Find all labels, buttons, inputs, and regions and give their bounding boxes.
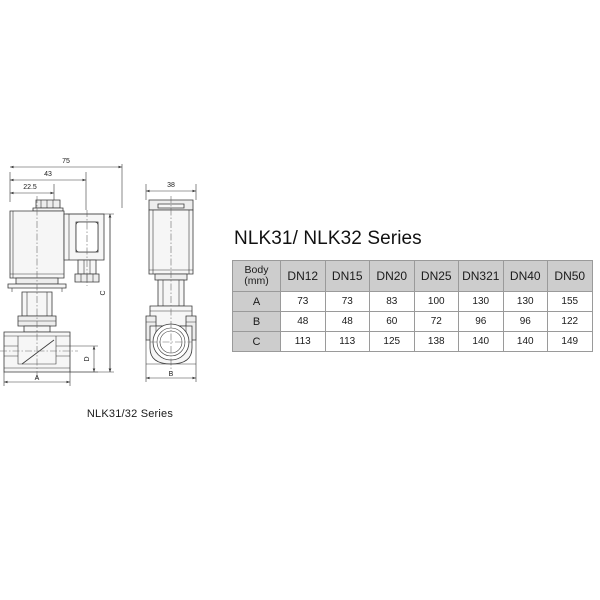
table-row: A 73 73 83 100 130 130 155 [232,291,593,312]
dim-43-label: 43 [44,171,52,178]
column-header-dn25: DN25 [413,260,459,292]
cell-a-dn50: 155 [547,291,593,312]
cell-a-dn321: 130 [458,291,504,312]
row-label-a: A [232,291,281,312]
table-row: C 113 113 125 138 140 140 149 [232,331,593,352]
dim-b-label: B [169,371,174,378]
spec-panel: NLK31/ NLK32 Series Body (mm) DN12 DN15 … [232,228,594,352]
cell-c-dn40: 140 [502,331,548,352]
side-view-geometry: 75 43 22.5 [0,158,123,378]
cell-c-dn20: 125 [369,331,415,352]
dim-22-5: 22.5 [10,184,54,195]
column-header-dn15: DN15 [324,260,370,292]
dim-a-label: A [35,375,40,382]
cell-b-dn25: 72 [413,311,459,332]
dim-d-label: D [84,356,91,361]
table-row: B 48 48 60 72 96 96 122 [232,311,593,332]
column-header-dn20: DN20 [369,260,415,292]
drawings-svg: .ln { stroke:#3a3a3a; stroke-width:.8; f… [0,158,197,386]
row-label-c: C [232,331,281,352]
cell-a-dn20: 83 [369,291,415,312]
cell-c-dn321: 140 [458,331,504,352]
dim-43: 43 [10,171,86,182]
cell-b-dn321: 96 [458,311,504,332]
front-view-geometry: 38 [145,182,197,372]
cell-b-dn12: 48 [280,311,326,332]
dim-b: B [145,340,197,382]
dim-38: 38 [146,182,196,193]
technical-drawings: .ln { stroke:#3a3a3a; stroke-width:.8; f… [0,150,230,440]
column-header-dn321: DN321 [458,260,504,292]
column-header-dn50: DN50 [547,260,593,292]
dim-38-label: 38 [167,182,175,189]
cell-b-dn50: 122 [547,311,593,332]
dim-75: 75 [10,158,122,169]
cell-b-dn15: 48 [324,311,370,332]
cell-c-dn12: 113 [280,331,326,352]
column-header-dn12: DN12 [280,260,326,292]
column-header-dn40: DN40 [502,260,548,292]
cell-a-dn15: 73 [324,291,370,312]
cell-a-dn25: 100 [413,291,459,312]
cell-a-dn12: 73 [280,291,326,312]
dim-d: D [70,345,98,373]
row-label-b: B [232,311,281,332]
cell-c-dn25: 138 [413,331,459,352]
cell-c-dn15: 113 [324,331,370,352]
cell-b-dn40: 96 [502,311,548,332]
dim-75-label: 75 [62,158,70,165]
cell-c-dn50: 149 [547,331,593,352]
table-header-row: Body (mm) DN12 DN15 DN20 DN25 DN321 DN40… [232,260,593,292]
dim-22-5-label: 22.5 [23,184,37,191]
table-corner-header: Body (mm) [232,260,281,292]
series-title: NLK31/ NLK32 Series [234,228,422,249]
corner-label-line1: Body [244,263,269,276]
cell-b-dn20: 60 [369,311,415,332]
dim-a: A [3,372,71,386]
dim-c-label: C [100,290,107,295]
drawing-caption: NLK31/32 Series [86,408,174,420]
spec-table: Body (mm) DN12 DN15 DN20 DN25 DN321 DN40… [232,260,593,352]
cell-a-dn40: 130 [502,291,548,312]
corner-label-line2: (mm) [244,275,269,287]
